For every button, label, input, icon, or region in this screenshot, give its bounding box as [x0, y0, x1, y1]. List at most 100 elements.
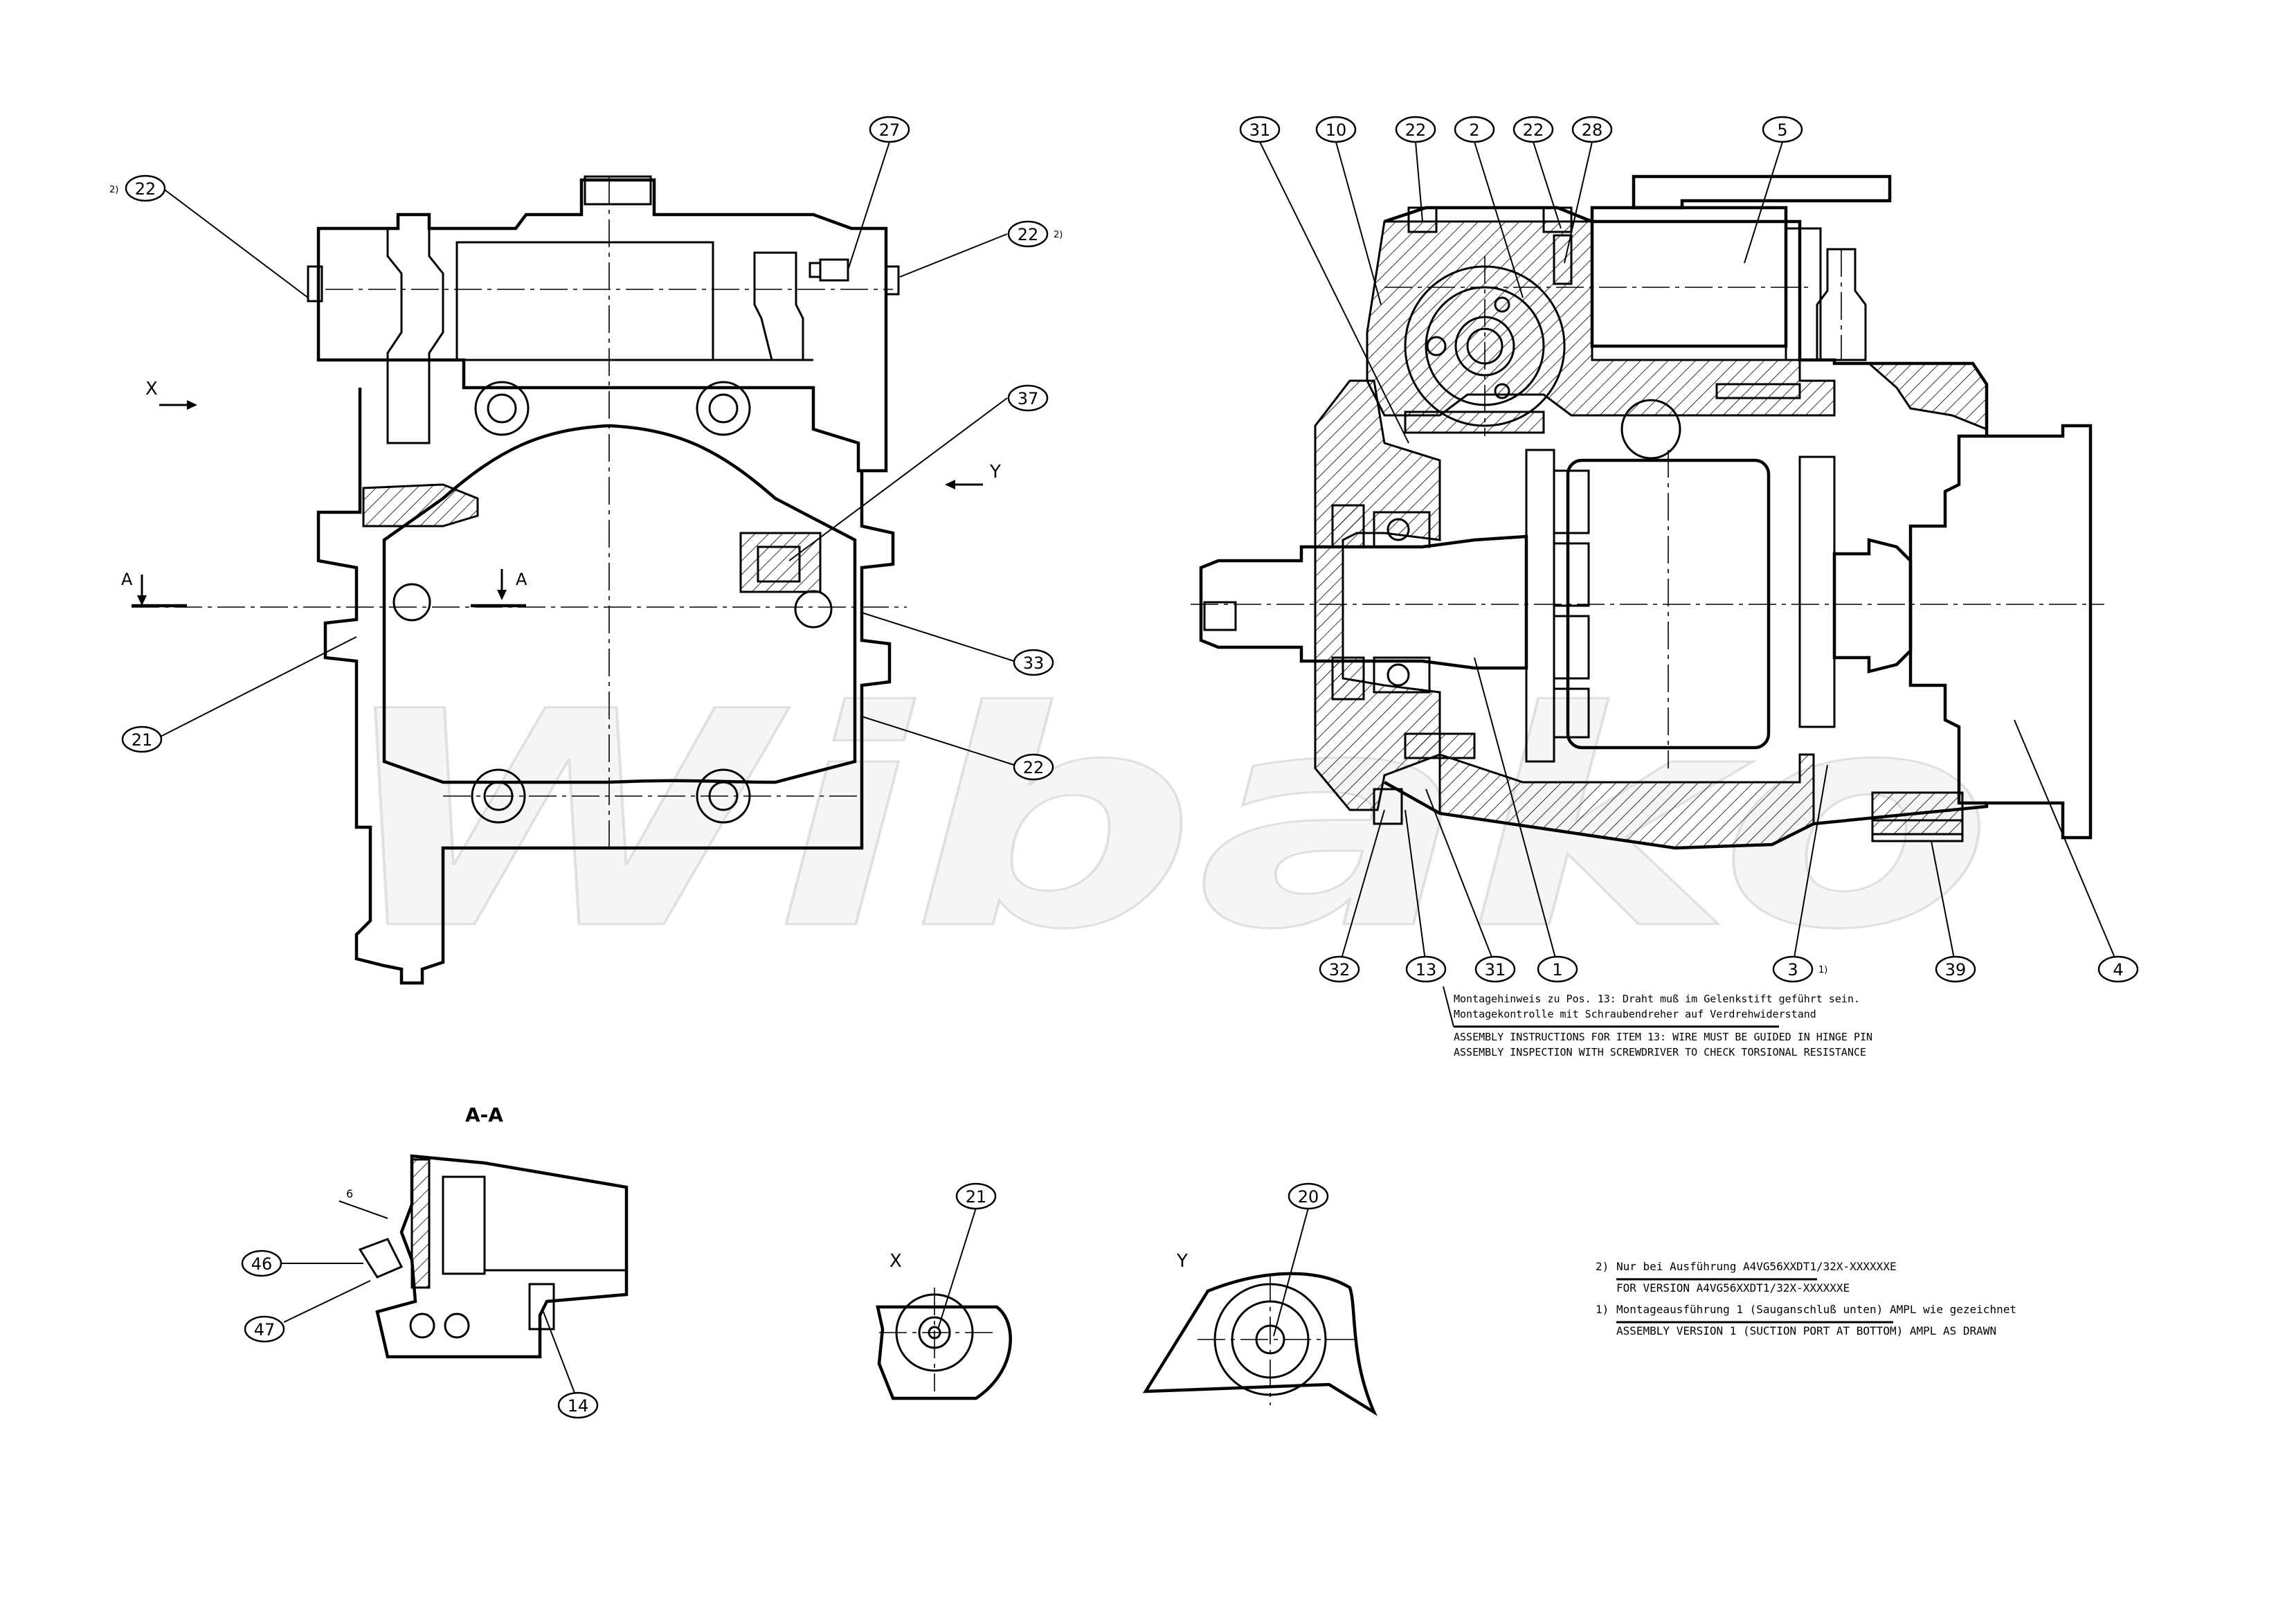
svg-text:21: 21 — [132, 730, 153, 750]
fitting-28 — [1553, 234, 1573, 285]
svg-text:1): 1) — [1818, 965, 1827, 975]
dimension-line — [338, 1200, 388, 1219]
callout-right-32: 32 — [1319, 955, 1360, 983]
callout-left-27: 27 — [869, 116, 910, 143]
svg-text:14: 14 — [568, 1396, 589, 1416]
svg-text:1: 1 — [1552, 960, 1562, 980]
rear-port — [1798, 455, 1836, 728]
aa-screw-46 — [358, 1238, 404, 1279]
svg-text:27: 27 — [879, 120, 901, 140]
drive-shaft — [1199, 534, 1528, 670]
detail-view-x: X — [876, 1251, 1012, 1400]
fn2-en: FOR VERSION A4VG56XXDT1/32X-XXXXXXE — [1616, 1281, 1850, 1294]
detail-x-outline — [876, 1305, 1012, 1400]
callout-aa-47: 47 — [244, 1315, 285, 1343]
detail-y-title: Y — [1176, 1251, 1188, 1272]
detail-y-outline — [1142, 1272, 1378, 1416]
section-view — [1191, 174, 2104, 850]
aa-wall-hatch — [410, 1158, 431, 1289]
svg-text:37: 37 — [1018, 389, 1039, 408]
pistons — [1553, 469, 1590, 739]
front-view: X Y A A — [121, 175, 1001, 985]
callout-y-20: 20 — [1288, 1182, 1329, 1210]
note-de-1: Montagehinweis zu Pos. 13: Draht muß im … — [1454, 993, 1860, 1005]
svg-text:22: 22 — [1023, 758, 1045, 777]
callout-x-21: 21 — [955, 1182, 997, 1210]
svg-text:22: 22 — [1018, 225, 1039, 244]
callout-right-22-a: 22 — [1395, 116, 1436, 143]
fn2-mark: 2) — [1596, 1260, 1609, 1273]
plug-22-right — [885, 265, 900, 296]
callout-right-3: 3 1) — [1772, 955, 1827, 983]
fn2-de: Nur bei Ausführung A4VG56XXDT1/32X-XXXXX… — [1616, 1260, 1897, 1273]
control-block-outline — [316, 178, 888, 473]
control-linkage-bottom — [1404, 732, 1476, 759]
callout-right-31-bottom: 31 — [1474, 955, 1516, 983]
svg-text:4: 4 — [2113, 960, 2123, 980]
callout-right-10: 10 — [1315, 116, 1357, 143]
aa-bolt-hole-2 — [444, 1312, 470, 1339]
note-en-1: ASSEMBLY INSTRUCTIONS FOR ITEM 13: WIRE … — [1454, 1031, 1872, 1043]
control-valve-spool — [386, 228, 444, 444]
svg-text:22: 22 — [1523, 120, 1544, 140]
upper-casing-section — [1366, 220, 1836, 417]
control-plug-right — [753, 251, 804, 361]
plug-39-inner — [1871, 819, 1964, 842]
svg-text:20: 20 — [1298, 1187, 1319, 1207]
view-arrow-y: Y — [945, 462, 1001, 489]
fn1-en: ASSEMBLY VERSION 1 (SUCTION PORT AT BOTT… — [1616, 1324, 1996, 1337]
aa-housing-outline — [375, 1154, 629, 1359]
aa-bolt-hole-1 — [409, 1312, 435, 1339]
charge-pump-body — [1590, 206, 1788, 348]
main-housing-outline — [316, 388, 895, 985]
plug-22-left — [307, 265, 323, 303]
assembly-note: Montagehinweis zu Pos. 13: Draht muß im … — [1454, 993, 1872, 1058]
svg-text:3: 3 — [1787, 960, 1798, 980]
shaft-key — [1203, 601, 1237, 631]
plug-22-a — [1407, 206, 1438, 233]
svg-text:X: X — [145, 379, 158, 399]
callout-left-21: 21 — [121, 725, 163, 753]
view-arrow-x: X — [145, 379, 197, 410]
port-plate — [382, 424, 857, 784]
plug-39 — [1871, 791, 1964, 836]
svg-text:Y: Y — [989, 462, 1001, 482]
svg-text:31: 31 — [1485, 960, 1506, 980]
note-de-2: Montagekontrolle mit Schraubendreher auf… — [1454, 1008, 1816, 1020]
callout-right-28: 28 — [1571, 116, 1613, 143]
svg-text:21: 21 — [966, 1187, 987, 1207]
callout-aa-46: 46 — [241, 1249, 282, 1277]
callout-right-13: 13 — [1405, 955, 1447, 983]
dimension-6: 6 — [346, 1187, 353, 1200]
top-cap — [584, 175, 652, 206]
svg-text:39: 39 — [1945, 960, 1967, 980]
callout-right-2: 2 — [1454, 116, 1495, 143]
charge-pump-handle — [1632, 174, 1892, 210]
svg-text:2): 2) — [1054, 230, 1063, 240]
svg-text:22: 22 — [1405, 120, 1427, 140]
front-flange-section — [1314, 379, 1441, 811]
callout-left-22-tr: 22 2) — [1007, 220, 1063, 248]
casing-outline — [1383, 206, 2093, 850]
detail-x-title: X — [889, 1251, 902, 1272]
control-linkage-top — [1404, 410, 1545, 434]
fitting-27 — [809, 258, 849, 282]
housing-bore — [1620, 399, 1681, 460]
leader-lines — [159, 141, 2119, 1402]
plug-37-detail — [739, 532, 822, 593]
section-mark-a-left: A — [121, 570, 187, 608]
callout-left-33: 33 — [1013, 649, 1054, 676]
svg-text:33: 33 — [1023, 653, 1045, 673]
plug-21-detail — [362, 483, 479, 527]
callout-right-31-top: 31 — [1239, 116, 1281, 143]
svg-text:13: 13 — [1416, 960, 1437, 980]
callout-aa-14: 14 — [557, 1391, 599, 1419]
svg-text:2): 2) — [109, 185, 118, 195]
fn1-de: Montageausführung 1 (Sauganschluß unten)… — [1616, 1303, 2016, 1316]
plug-32 — [1373, 788, 1403, 825]
control-valve-body — [455, 241, 714, 361]
svg-text:2: 2 — [1469, 120, 1479, 140]
fn1-mark: 1) — [1596, 1303, 1609, 1316]
